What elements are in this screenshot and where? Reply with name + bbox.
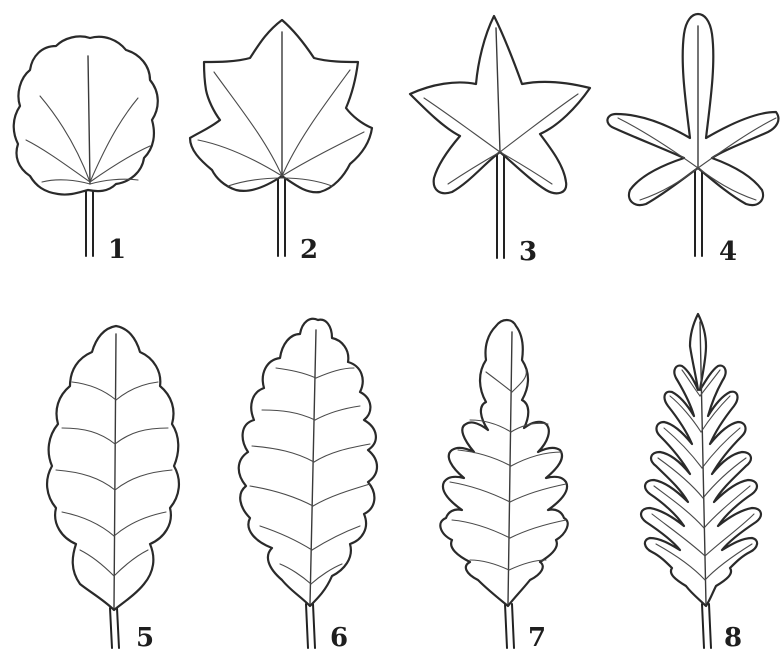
leaf-2-number: 2: [300, 235, 318, 265]
leaf-4-blade: [607, 14, 778, 205]
leaf-2: 2: [190, 20, 372, 265]
leaf-6-stem: [306, 604, 308, 648]
leaf-7-stem: [505, 604, 507, 648]
leaf-5-number: 5: [136, 623, 154, 650]
leaf-6-stem-edge: [313, 604, 315, 648]
leaf-8: 8: [641, 314, 761, 650]
leaf-4: 4: [607, 14, 778, 267]
leaf-6-blade: [239, 319, 377, 606]
leaf-5-stem: [110, 608, 112, 648]
leaf-1: 1: [14, 36, 158, 265]
leaf-5-blade: [47, 326, 179, 610]
leaf-3-number: 3: [519, 237, 537, 267]
leaf-6: 6: [239, 319, 377, 650]
leaf-8-number: 8: [724, 623, 742, 650]
leaf-1-number: 1: [108, 235, 126, 265]
leaf-2-blade: [190, 20, 372, 192]
leaf-7: 7: [440, 320, 567, 650]
leaf-6-number: 6: [330, 623, 348, 650]
leaf-3: 3: [410, 16, 590, 267]
leaf-8-stem: [702, 604, 704, 648]
leaf-7-number: 7: [528, 623, 546, 650]
leaf-7-stem-edge: [512, 604, 514, 648]
leaf-8-stem-edge: [709, 604, 711, 648]
leaf-4-number: 4: [719, 237, 737, 267]
leaf-5: 5: [47, 326, 179, 650]
leaf-5-stem-edge: [117, 608, 119, 648]
